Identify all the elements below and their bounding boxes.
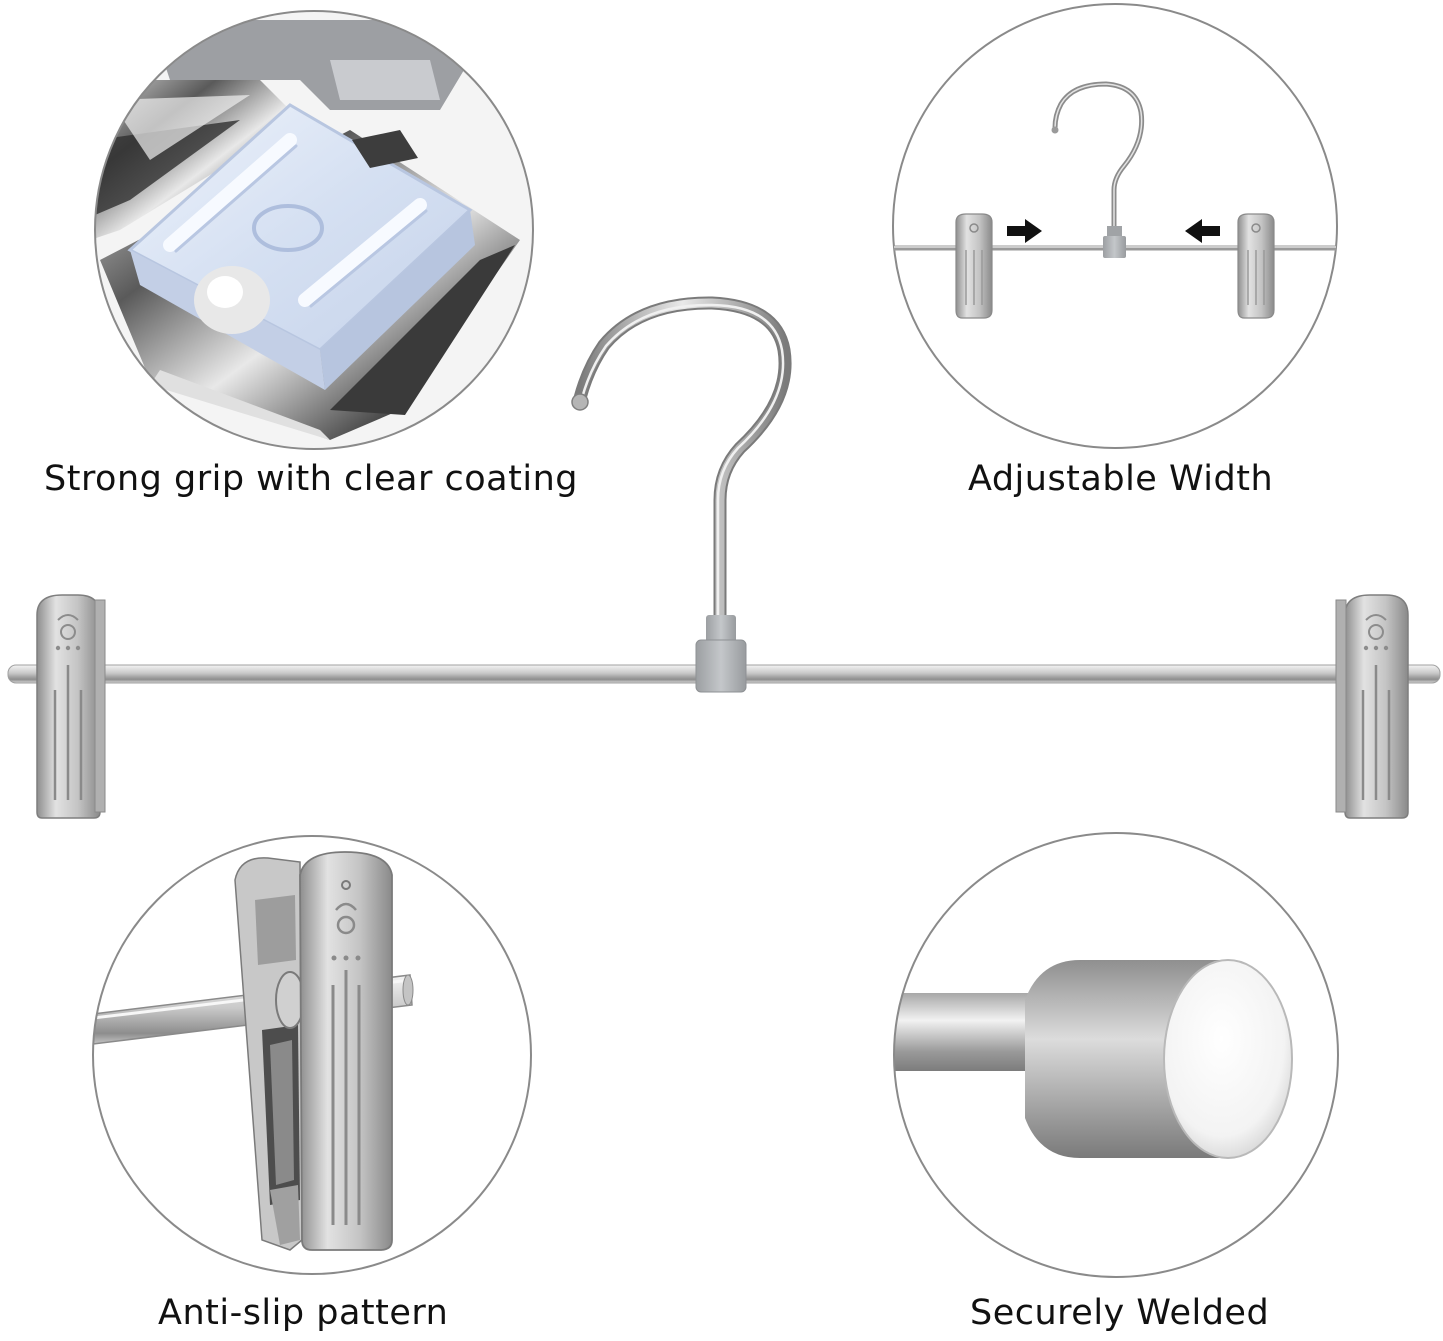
coating-closeup-image: [94, 10, 534, 450]
arrow-left-icon: [1185, 219, 1220, 243]
clip-icon: [1237, 213, 1275, 319]
circle-frame: [92, 835, 532, 1275]
anti-slip-closeup-image: [92, 835, 532, 1275]
caption-anti-slip: Anti-slip pattern: [158, 1293, 449, 1333]
clip-icon: [955, 213, 993, 319]
right-clip: [1335, 594, 1409, 819]
adjustable-width-image: [892, 3, 1338, 449]
caption-securely-welded: Securely Welded: [970, 1293, 1270, 1333]
hook-connector: [706, 615, 736, 645]
caption-strong-grip: Strong grip with clear coating: [44, 459, 578, 499]
circle-frame: [94, 10, 534, 450]
left-clip: [36, 594, 106, 819]
caption-adjustable-width: Adjustable Width: [968, 459, 1274, 499]
hanger-image: [7, 296, 1441, 819]
circle-frame: [893, 832, 1339, 1278]
arrow-right-icon: [1007, 219, 1042, 243]
welded-end-closeup-image: [893, 832, 1339, 1278]
